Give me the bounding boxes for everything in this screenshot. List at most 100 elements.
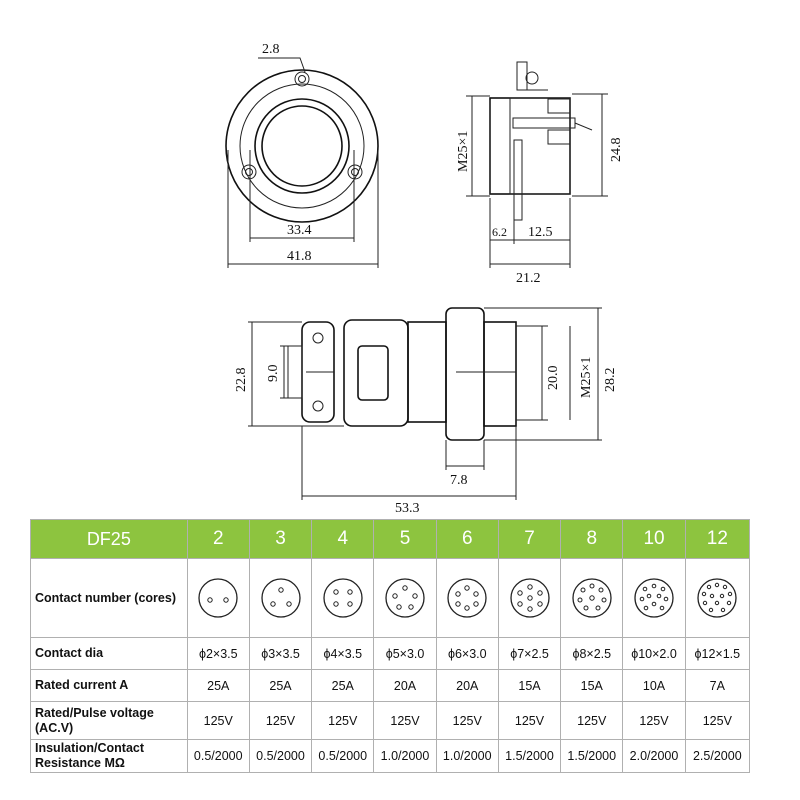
table-cell: 125V (311, 701, 375, 740)
table-cell: 1.5/2000 (497, 739, 562, 773)
dim-hole-dia: 2.8 (262, 42, 280, 57)
table-cell: ϕ4×3.5 (311, 637, 375, 670)
table-cell: 125V (373, 701, 437, 740)
table-cell: 125V (248, 701, 313, 740)
table-cell: ϕ8×2.5 (560, 637, 624, 670)
pin-layout-3-icon (260, 578, 301, 618)
dim-inner-width: 33.4 (287, 223, 312, 238)
dim-plug-nut: 7.8 (450, 473, 468, 488)
pin-layout-2-icon (198, 578, 238, 618)
socket-inner-circle (261, 105, 343, 187)
rated-voltage-row: Rated/Pulse voltage(AC.V) 125V 125V 125V… (30, 701, 751, 740)
table-cell: 125V (560, 701, 624, 740)
header-col: 4 (311, 519, 375, 559)
dim-plug-height-right: 28.2 (603, 368, 618, 393)
table-cell: 0.5/2000 (248, 739, 313, 773)
table-cell: 125V (684, 701, 751, 740)
header-col: 3 (248, 519, 313, 559)
table-cell: 2.0/2000 (622, 739, 686, 773)
table-cell: 7A (684, 669, 751, 702)
table-cell: 20A (373, 669, 437, 702)
dim-plug-inner-left: 9.0 (266, 365, 281, 383)
header-col: 7 (497, 519, 562, 559)
pin-layout-10-icon (634, 578, 674, 618)
pin-layout (497, 558, 562, 638)
header-col: 10 (622, 519, 686, 559)
row-label: Contact number (cores) (30, 558, 188, 638)
pin-layout (311, 558, 375, 638)
row-label: Rated/Pulse voltage(AC.V) (30, 701, 188, 740)
table-cell: ϕ10×2.0 (622, 637, 686, 670)
dim-side-total: 21.2 (516, 271, 541, 286)
header-col: 2 (186, 519, 250, 559)
table-cell: ϕ7×2.5 (497, 637, 562, 670)
table-cell: 25A (248, 669, 313, 702)
pin-layout-6-icon (447, 578, 487, 618)
plug-view: 22.8 9.0 20.0 M25×1 28.2 7.8 53.3 (234, 307, 618, 515)
pin-layout (622, 558, 686, 638)
table-cell: 1.5/2000 (560, 739, 624, 773)
table-cell: 125V (622, 701, 686, 740)
dim-side-body: 12.5 (528, 225, 553, 240)
table-cell: 0.5/2000 (311, 739, 375, 773)
contact-number-row: Contact number (cores) (30, 558, 751, 638)
pin-layout-8-icon (572, 578, 612, 618)
table-cell: ϕ6×3.0 (435, 637, 499, 670)
row-label-line: Rated/Pulse voltage (35, 705, 154, 720)
table-cell: 1.0/2000 (373, 739, 437, 773)
technical-drawing: 2.8 33.4 41.8 M25×1 24.8 (225, 42, 624, 515)
table-cell: ϕ12×1.5 (684, 637, 751, 670)
mount-hole-left (241, 164, 257, 180)
header-row: DF25 2 3 4 5 6 7 8 10 12 (30, 519, 751, 559)
dim-side-height: 24.8 (609, 138, 624, 163)
table-cell: 125V (497, 701, 562, 740)
table-cell: 15A (560, 669, 624, 702)
row-label-line: (AC.V) (35, 720, 74, 735)
pin-layout (560, 558, 624, 638)
table-cell: ϕ3×3.5 (248, 637, 313, 670)
pin-layout-12-icon (697, 578, 737, 618)
table-cell: 0.5/2000 (186, 739, 250, 773)
header-col: 5 (373, 519, 437, 559)
header-col: 8 (560, 519, 624, 559)
pin-layout-4-icon (323, 578, 363, 618)
row-label: Rated current A (30, 669, 188, 702)
pin-layout (186, 558, 250, 638)
pin-layout (248, 558, 313, 638)
dim-plug-inner-right: 20.0 (546, 366, 561, 391)
header-col: 6 (435, 519, 499, 559)
dim-outer-width: 41.8 (287, 249, 312, 264)
table-cell: 25A (311, 669, 375, 702)
table-cell: ϕ5×3.0 (373, 637, 437, 670)
table-cell: 125V (186, 701, 250, 740)
table-cell: 25A (186, 669, 250, 702)
dim-plug-height-left: 22.8 (234, 368, 249, 393)
front-view: 2.8 33.4 41.8 (225, 42, 379, 268)
table-cell: 2.5/2000 (684, 739, 751, 773)
rated-current-row: Rated current A 25A 25A 25A 20A 20A 15A … (30, 669, 751, 702)
dim-side-flange: 6.2 (492, 225, 507, 239)
knurl-body (343, 319, 409, 427)
table-cell: ϕ2×3.5 (186, 637, 250, 670)
socket-outer-circle (254, 98, 350, 194)
spec-table: DF25 2 3 4 5 6 7 8 10 12 Contact number … (30, 519, 751, 773)
mount-hole-top (294, 71, 310, 87)
pin-layout (373, 558, 437, 638)
row-label-line: Insulation/Contact (35, 741, 145, 755)
flange-outer-circle (225, 69, 379, 223)
header-col: 12 (684, 519, 751, 559)
table-cell: 1.0/2000 (435, 739, 499, 773)
table-cell: 15A (497, 669, 562, 702)
header-model: DF25 (30, 519, 188, 559)
dim-side-thread: M25×1 (456, 131, 471, 172)
row-label: Contact dia (30, 637, 188, 670)
row-label-line: Resistance MΩ (35, 756, 125, 770)
coupling-nut (445, 307, 485, 441)
contact-dia-row: Contact dia ϕ2×3.5 ϕ3×3.5 ϕ4×3.5 ϕ5×3.0 … (30, 637, 751, 670)
pin-layout-5-icon (385, 578, 425, 618)
side-view: M25×1 24.8 6.2 12.5 21.2 (456, 61, 624, 286)
pin-layout-7-icon (509, 578, 550, 618)
pin-layout (684, 558, 751, 638)
